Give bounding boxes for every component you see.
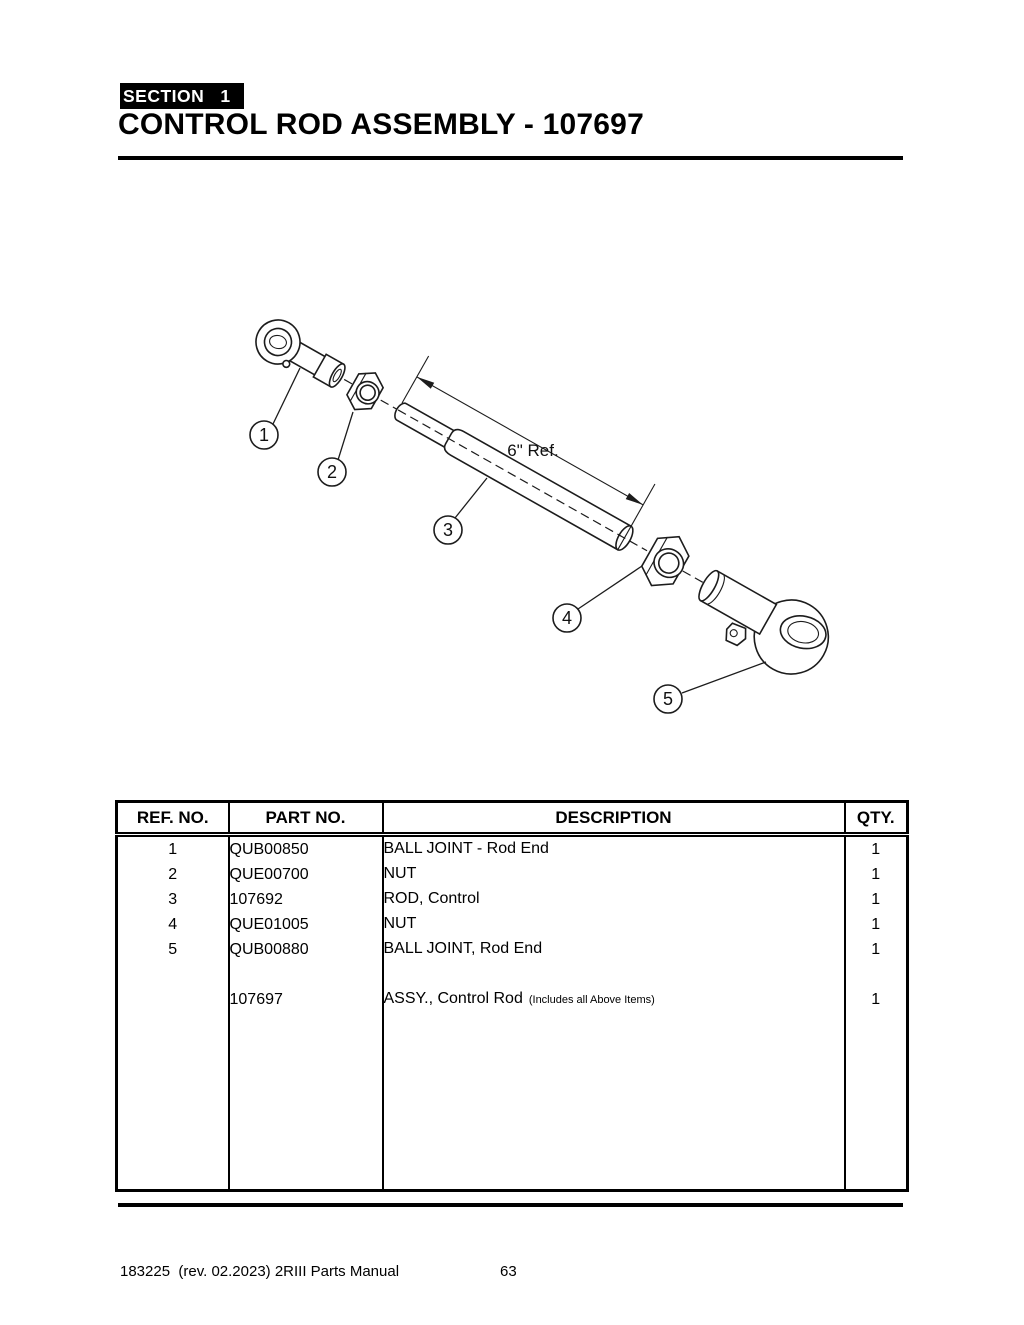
centerline: [331, 372, 401, 412]
col-header-ref-no: REF. NO.: [116, 801, 230, 837]
centerline: [397, 409, 648, 552]
table-row-filler: [116, 1014, 908, 1191]
callout-1: 1: [249, 367, 301, 450]
title-rule: [118, 156, 903, 160]
footer-doc-ref: 183225 (rev. 02.2023) 2RIII Parts Manual: [120, 1263, 400, 1280]
parts-table: REF. NO. PART NO. DESCRIPTION QTY. 1 QUB…: [115, 800, 909, 1192]
description-note: (Includes all Above Items): [528, 994, 655, 1006]
part-description: ROD, Control: [383, 890, 480, 907]
table-row: 1 QUB00850 BALL JOINT - Rod End 1: [116, 834, 908, 862]
grease-fitting-icon: [725, 622, 747, 647]
table-row: 3 107692 ROD, Control 1: [116, 887, 908, 912]
dimension-6in: [401, 355, 656, 551]
nut-2: [346, 372, 385, 411]
col-header-qty: QTY.: [844, 801, 908, 837]
table-row-blank: [116, 962, 908, 985]
footer-rule: [118, 1203, 903, 1207]
svg-text:5: 5: [663, 689, 673, 709]
part-description: BALL JOINT - Rod End: [383, 840, 549, 857]
nut-4: [640, 535, 690, 587]
assembly-diagram: 6" Ref. 1 2 3 4 5: [249, 319, 830, 714]
svg-text:2: 2: [327, 462, 337, 482]
section-badge: SECTION 1: [120, 83, 244, 109]
table-row: 4 QUE01005 NUT 1: [116, 912, 908, 937]
table-row-assembly: 107697 ASSY., Control Rod(Includes all A…: [116, 985, 908, 1014]
table-row: 2 QUE00700 NUT 1: [116, 862, 908, 887]
col-header-part-no: PART NO.: [228, 801, 384, 837]
ball-joint-1: [255, 319, 346, 388]
col-header-description: DESCRIPTION: [382, 801, 846, 837]
svg-text:3: 3: [443, 520, 453, 540]
table-header-row: REF. NO. PART NO. DESCRIPTION QTY.: [116, 801, 908, 837]
callout-5: 5: [653, 661, 767, 714]
part-description: NUT: [383, 865, 417, 882]
page-title: CONTROL ROD ASSEMBLY - 107697: [118, 108, 644, 141]
callout-3: 3: [433, 477, 488, 545]
callout-4: 4: [552, 565, 643, 633]
table-row: 5 QUB00880 BALL JOINT, Rod End 1: [116, 937, 908, 962]
callout-2: 2: [317, 411, 354, 487]
grease-fitting-icon: [282, 359, 291, 369]
ball-joint-5: [698, 569, 830, 675]
part-description: BALL JOINT, Rod End: [383, 940, 543, 957]
part-description: ASSY., Control Rod: [383, 990, 523, 1007]
dimension-label: 6" Ref.: [507, 441, 558, 460]
footer-page-number: 63: [500, 1263, 517, 1280]
part-description: NUT: [383, 915, 417, 932]
svg-text:1: 1: [259, 425, 269, 445]
svg-text:4: 4: [562, 608, 572, 628]
